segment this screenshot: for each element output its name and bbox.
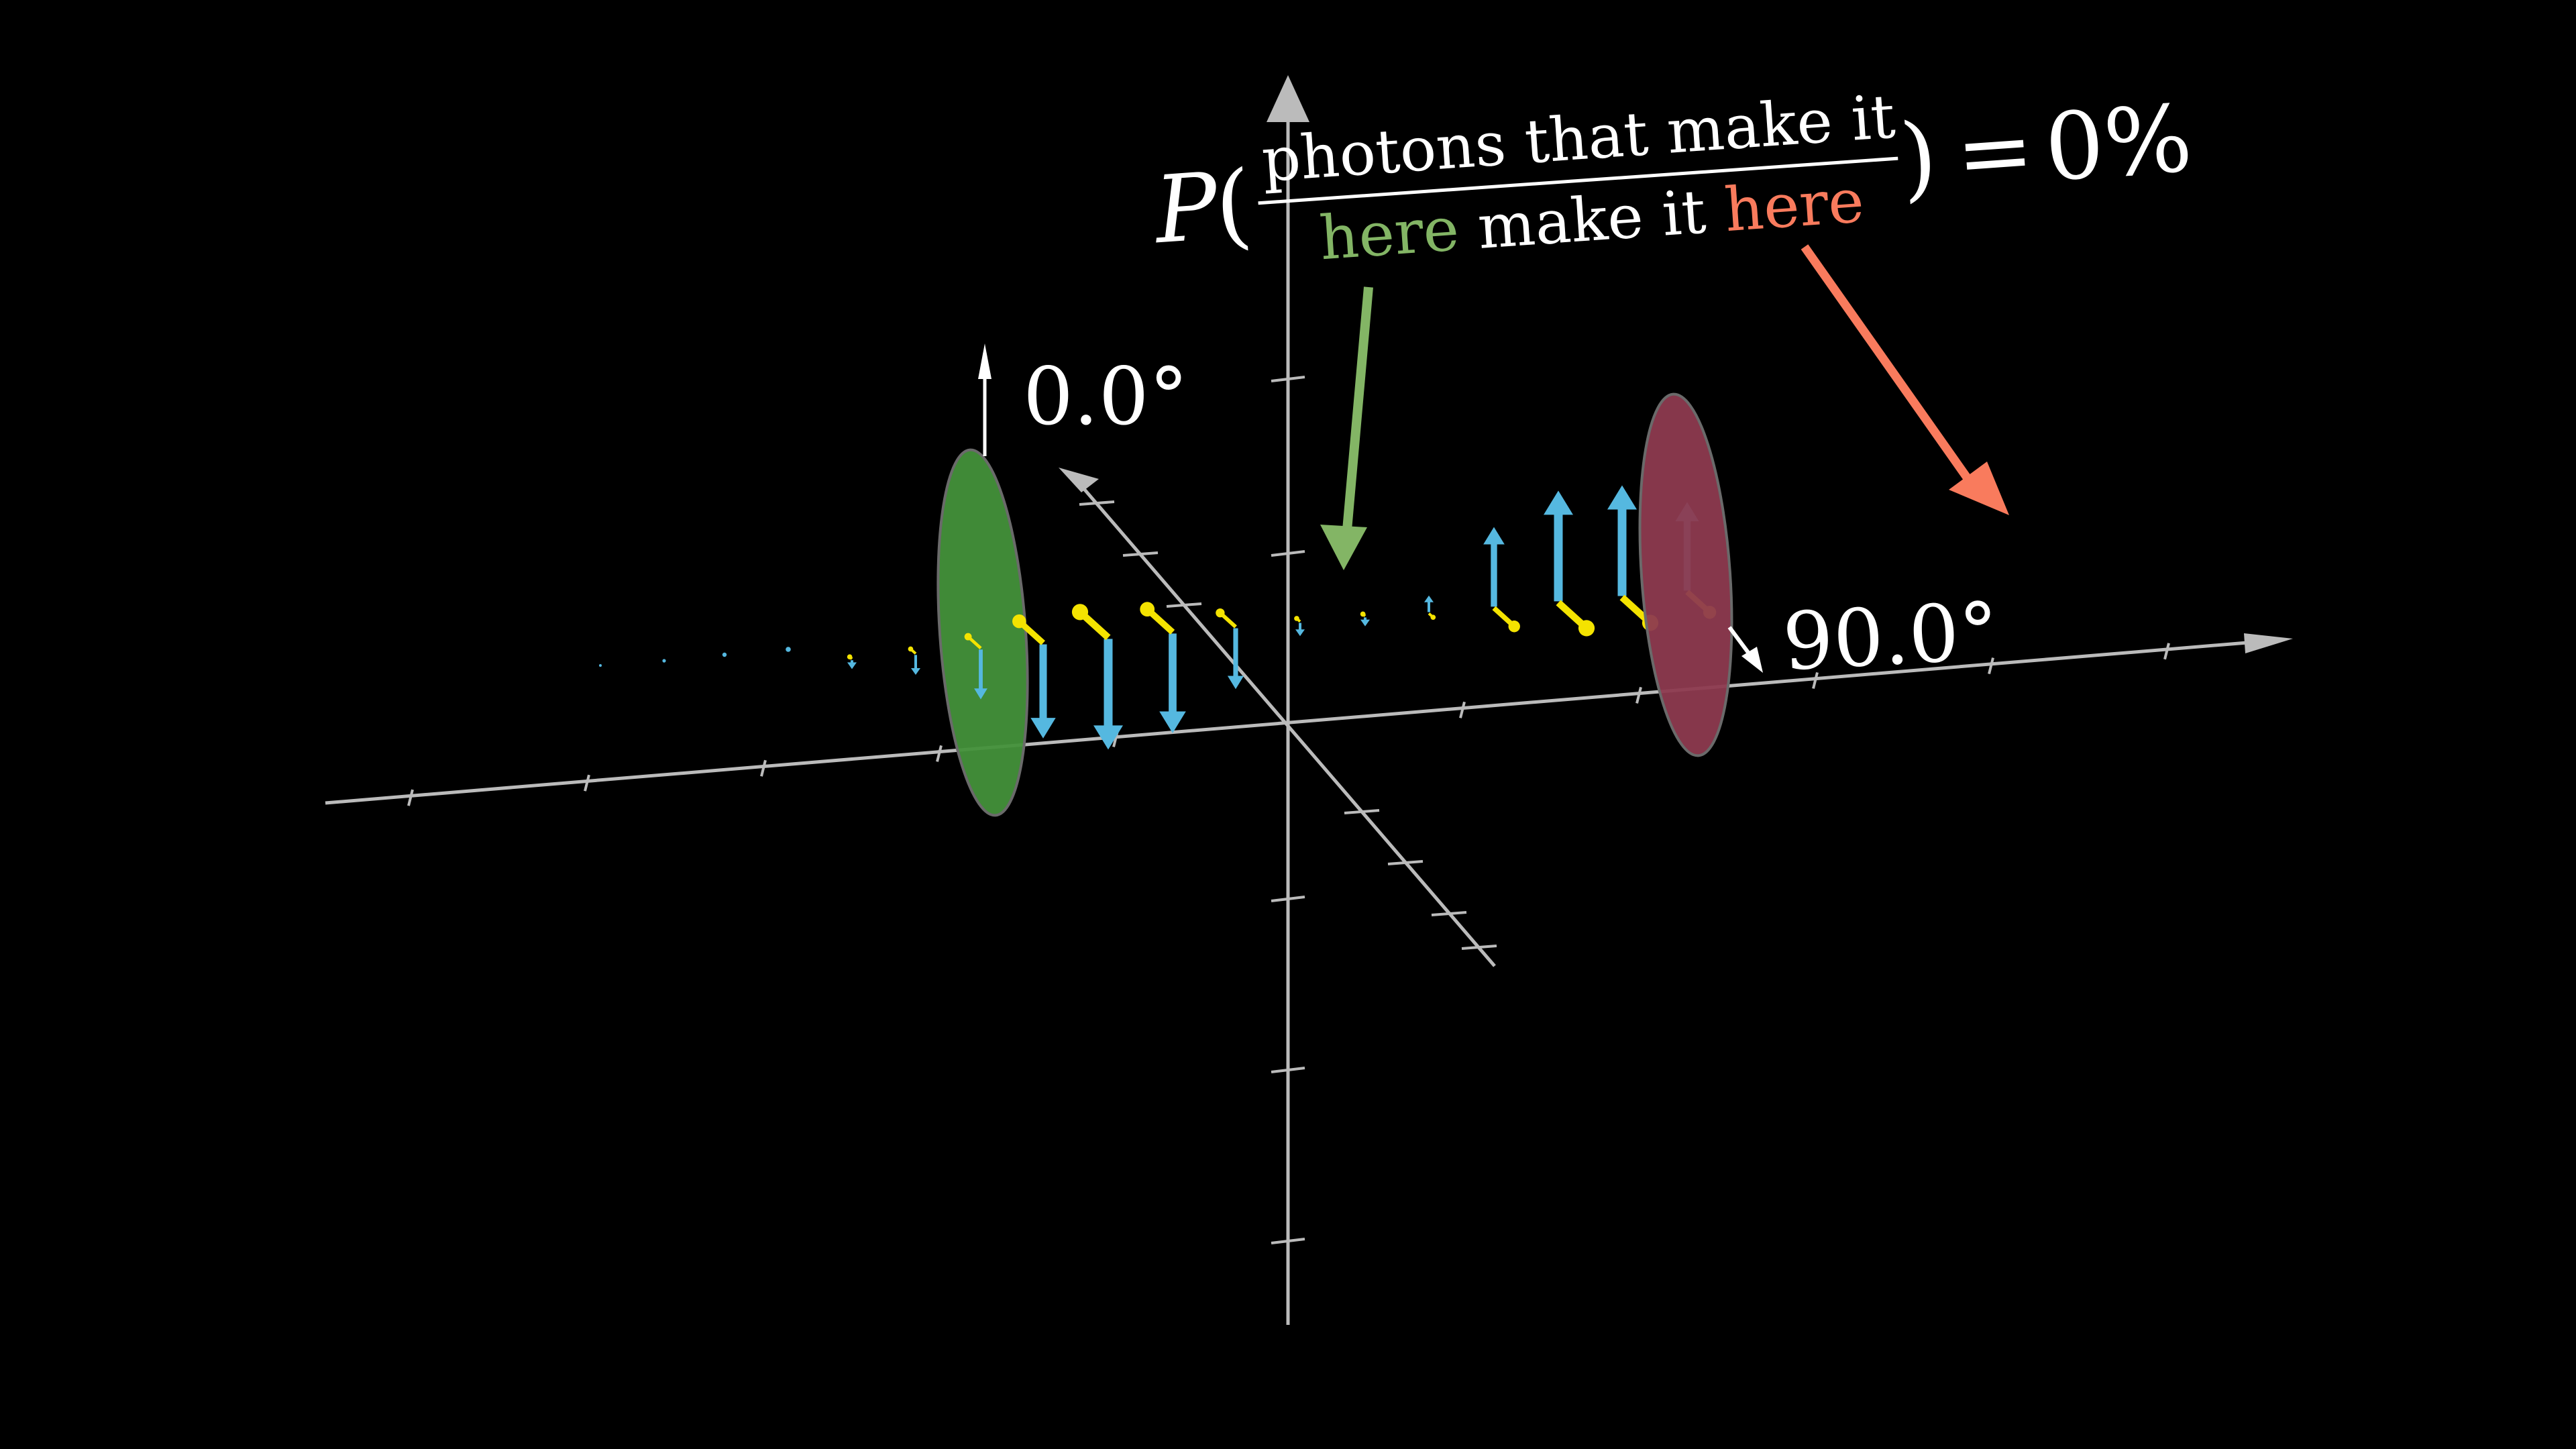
wave-vertical-arrowhead xyxy=(1360,619,1370,627)
first-filter xyxy=(936,448,1029,817)
wave-vertical-arrowhead xyxy=(1030,718,1056,739)
formula-equals: = xyxy=(1952,95,2037,209)
wave-arrow xyxy=(1424,595,1436,621)
wave-vertical-arrowhead xyxy=(1159,711,1186,733)
axis-ticks xyxy=(407,376,2170,1244)
wave-diagonal-tip xyxy=(1071,604,1089,621)
z-axis-arrowhead xyxy=(1267,75,1309,122)
formula-fraction-bar xyxy=(1258,156,1898,205)
probability-formula: P ( photons that make it here make it he… xyxy=(1149,81,2196,274)
wave-arrow xyxy=(1071,604,1123,750)
wave-vertical-arrowhead xyxy=(1227,676,1244,690)
wave-vertical-arrowhead xyxy=(1483,527,1505,545)
z-axis-tick xyxy=(1271,376,1305,382)
z-axis-tick xyxy=(1271,1238,1305,1244)
wave-arrow xyxy=(908,646,920,675)
wave-arrow xyxy=(1140,602,1186,733)
second-filter-angle-label: 90.0° xyxy=(1780,584,2001,688)
formula-denominator: here make it here xyxy=(1318,166,1866,274)
wave-vertical-arrowhead xyxy=(1424,595,1434,602)
formula-here-red: here xyxy=(1722,166,1866,246)
x-axis-tick xyxy=(936,745,943,762)
x-axis-tick xyxy=(1988,657,1994,675)
z-axis-tick xyxy=(1271,896,1305,902)
light-wave xyxy=(599,485,1717,750)
wave-arrow xyxy=(1483,527,1520,633)
green-pointer-arrow xyxy=(1320,286,1373,570)
wave-diagonal-tip xyxy=(1360,611,1366,617)
wave-diagonal-tip xyxy=(1508,621,1520,633)
y-axis-tick xyxy=(1387,860,1424,865)
formula-p: P xyxy=(1149,152,1222,264)
red-pointer-arrow xyxy=(1801,244,2009,515)
second-filter xyxy=(1638,392,1733,757)
wave-vertical-arrowhead xyxy=(1544,490,1573,515)
wave-vertical-arrowhead xyxy=(1607,485,1637,510)
x-axis-tick xyxy=(2163,643,2170,660)
axes xyxy=(325,75,2293,1325)
wave-diagonal-tip xyxy=(964,633,972,641)
y-axis-tick xyxy=(1079,500,1115,506)
wave-diagonal-tip xyxy=(908,646,914,652)
second-polarization-indicator xyxy=(1727,626,1763,673)
y-axis-tick xyxy=(1166,602,1202,608)
first-polarization-indicator xyxy=(978,343,991,456)
wave-arrow xyxy=(1294,616,1305,637)
wave-diagonal-tip xyxy=(1578,620,1595,637)
x-axis-tick xyxy=(1812,672,1819,689)
z-axis-tick xyxy=(1271,550,1305,557)
wave-faint-point xyxy=(786,647,791,652)
wave-vertical-arrowhead xyxy=(1093,725,1123,750)
x-axis xyxy=(325,641,2248,805)
x-axis-tick xyxy=(1459,701,1466,718)
formula-value: 0% xyxy=(2041,85,2196,203)
wave-arrow xyxy=(1216,608,1244,690)
wave-diagonal-tip xyxy=(1012,614,1026,629)
y-axis-tick xyxy=(1344,809,1380,814)
formula-denominator-middle: make it xyxy=(1456,175,1727,264)
wave-diagonal-tip xyxy=(847,654,853,660)
wave-diagonal-tip xyxy=(1140,602,1155,617)
wave-faint-point xyxy=(662,659,666,663)
x-axis-tick xyxy=(760,759,767,777)
formula-here-green: here xyxy=(1318,194,1461,274)
z-axis-tick xyxy=(1271,1067,1305,1073)
wave-faint-point xyxy=(722,652,727,657)
wave-arrow xyxy=(964,633,987,700)
y-axis-tick xyxy=(1461,945,1497,950)
wave-arrow xyxy=(1012,614,1056,739)
wave-vertical-arrowhead xyxy=(974,688,987,700)
wave-arrow xyxy=(1544,490,1595,637)
first-filter-angle-label: 0.0° xyxy=(1023,350,1189,443)
formula-close-paren: ) xyxy=(1897,102,1941,212)
wave-diagonal-tip xyxy=(1216,608,1225,618)
wave-vertical-arrowhead xyxy=(847,662,857,669)
wave-arrow xyxy=(1360,611,1370,627)
formula-open-paren: ( xyxy=(1212,150,1255,260)
y-axis xyxy=(1071,474,1496,967)
x-axis-tick xyxy=(407,789,414,806)
wave-vertical-arrowhead xyxy=(1295,629,1305,637)
wave-faint-point xyxy=(599,664,602,667)
x-axis-tick xyxy=(584,774,590,792)
y-axis-arrowhead xyxy=(1059,468,1099,492)
y-axis-tick xyxy=(1122,551,1159,557)
wave-arrow xyxy=(847,654,857,669)
y-axis-tick xyxy=(1431,911,1467,916)
x-axis-tick xyxy=(1635,686,1642,704)
wave-diagonal-tip xyxy=(1430,614,1436,621)
x-axis-arrowhead xyxy=(2244,633,2293,653)
wave-diagonal-tip xyxy=(1294,616,1299,621)
wave-vertical-arrowhead xyxy=(911,667,920,675)
